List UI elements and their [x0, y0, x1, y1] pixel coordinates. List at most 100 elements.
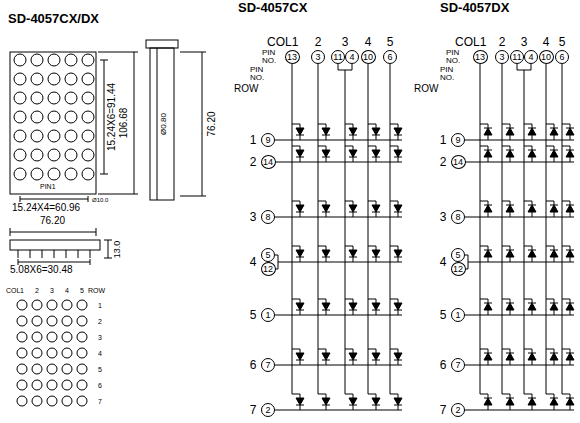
- diode-lead: [524, 201, 532, 202]
- diode-lead: [376, 201, 377, 205]
- diode-symbol: [566, 150, 574, 157]
- pin-number: 1: [265, 311, 270, 320]
- led-dot: [14, 111, 26, 123]
- pin-circle: 14: [261, 155, 276, 169]
- diode-bar: [296, 257, 304, 258]
- pin-label: PIN: [262, 49, 275, 57]
- diode-lead: [554, 135, 555, 140]
- led-dot: [32, 316, 42, 326]
- pin-number: 11: [333, 53, 342, 62]
- pin-circle: 7: [261, 358, 275, 372]
- diode-bar: [506, 205, 514, 206]
- diode-bar: [394, 257, 402, 258]
- diode-lead: [554, 405, 555, 410]
- pin-label: COL: [6, 287, 20, 294]
- diode-lead: [502, 201, 510, 202]
- diode-lead: [398, 349, 399, 353]
- pin-number: 4: [528, 53, 533, 62]
- dimension-text: 106.68: [119, 108, 129, 139]
- diode-lead: [292, 124, 300, 125]
- led-dot: [32, 332, 42, 342]
- led-dot: [32, 348, 42, 358]
- pin-label: NO.: [440, 74, 454, 82]
- diode-symbol: [394, 128, 402, 135]
- pin-label: 4: [65, 287, 69, 294]
- diode-lead: [326, 201, 327, 205]
- pin-label: 5: [387, 36, 394, 48]
- pin-circle: 9: [261, 133, 275, 147]
- led-dot: [31, 149, 43, 161]
- pin-label: PIN1: [40, 183, 56, 190]
- diode-symbol: [322, 353, 330, 360]
- row-wire: [468, 162, 574, 163]
- led-dot: [31, 168, 43, 180]
- led-dot: [47, 316, 57, 326]
- diode-lead: [488, 212, 489, 217]
- pin-label: PIN: [440, 66, 453, 74]
- diode-lead: [292, 299, 300, 300]
- diode-lead: [546, 299, 554, 300]
- pin-number: 5: [265, 251, 270, 260]
- diode-lead: [488, 405, 489, 410]
- diode-lead: [368, 299, 376, 300]
- pin-label: 3: [521, 36, 528, 48]
- diode-bar: [506, 353, 514, 354]
- diode-lead: [300, 349, 301, 353]
- diode-symbol: [322, 398, 330, 405]
- diode-bar: [322, 310, 330, 311]
- diode-lead: [570, 405, 571, 410]
- diode-lead: [562, 394, 570, 395]
- led-dot: [77, 316, 87, 326]
- diode-bar: [394, 360, 402, 361]
- led-dot: [48, 149, 60, 161]
- diode-bar: [296, 135, 304, 136]
- diode-lead: [488, 257, 489, 262]
- column-wire: [368, 70, 369, 394]
- pin-label: 5.08X6=30.48: [10, 265, 73, 275]
- diode-lead: [300, 246, 301, 250]
- diode-bar: [566, 205, 574, 206]
- pin-circle: 11: [510, 50, 524, 64]
- pin-label: NO.: [262, 57, 276, 65]
- pin-circle: 5: [451, 248, 465, 262]
- diode-bar: [528, 303, 536, 304]
- diode-lead: [562, 146, 570, 147]
- diode-lead: [532, 135, 533, 140]
- diode-symbol: [484, 303, 492, 310]
- diode-bar: [296, 157, 304, 158]
- diode-lead: [390, 146, 398, 147]
- diode-bar: [566, 150, 574, 151]
- led-dot: [77, 332, 87, 342]
- led-dot: [77, 364, 87, 374]
- diode-lead: [562, 299, 570, 300]
- pin-lead: [78, 250, 79, 258]
- diode-lead: [524, 146, 532, 147]
- pin-label: 2: [98, 318, 102, 325]
- diode-lead: [488, 310, 489, 315]
- column-wire: [292, 70, 293, 394]
- diode-lead: [532, 257, 533, 262]
- row-wire: [278, 162, 402, 163]
- diode-lead: [532, 212, 533, 217]
- diode-symbol: [566, 303, 574, 310]
- diode-bar: [506, 303, 514, 304]
- led-dot: [31, 130, 43, 142]
- diode-bar: [322, 405, 330, 406]
- led-dot: [82, 130, 94, 142]
- pin-lead: [90, 250, 91, 258]
- diode-lead: [318, 394, 326, 395]
- diode-bar: [349, 310, 357, 311]
- pin-number: 13: [287, 53, 297, 62]
- diode-bar: [566, 250, 574, 251]
- diode-lead: [292, 394, 300, 395]
- diode-symbol: [372, 303, 380, 310]
- diode-symbol: [296, 353, 304, 360]
- pin-lead: [54, 250, 55, 258]
- led-dot: [77, 348, 87, 358]
- led-dot: [65, 92, 77, 104]
- pin-number: 9: [455, 136, 460, 145]
- diode-symbol: [506, 353, 514, 360]
- diode-lead: [480, 246, 488, 247]
- column-lead: [502, 64, 503, 70]
- pin-number: 7: [455, 361, 460, 370]
